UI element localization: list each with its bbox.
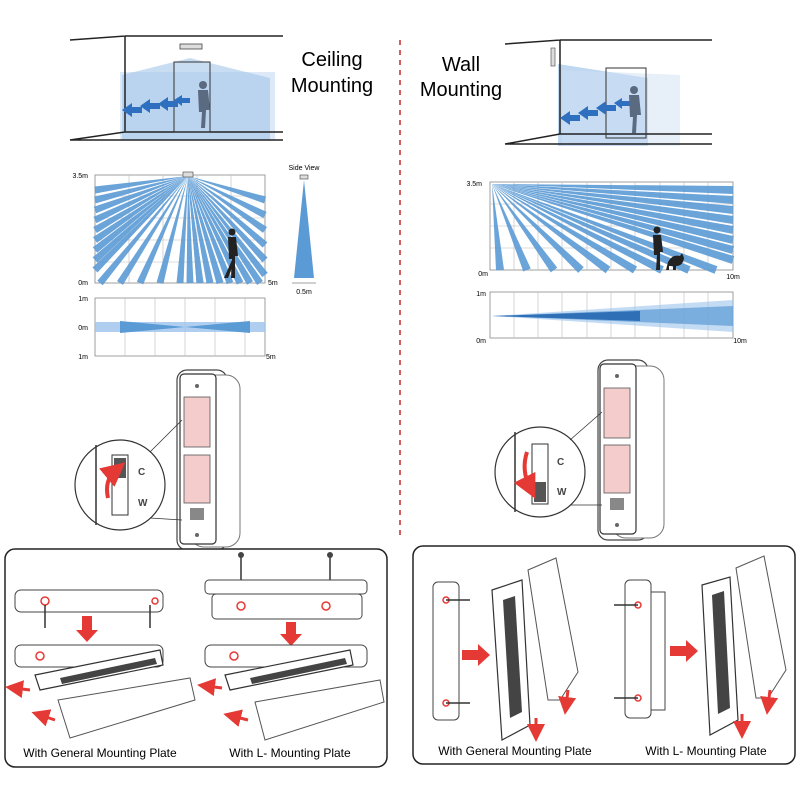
ceiling-side-label: Side View — [288, 165, 320, 172]
ceiling-y-top: 3.5m — [72, 173, 88, 180]
wall-caption-l: With L- Mounting Plate — [645, 744, 767, 758]
ceiling-top-y-down: 1m — [78, 354, 88, 361]
wall-beam — [492, 184, 734, 234]
ceiling-beam — [188, 176, 267, 219]
wall-top-x-end: 10m — [733, 338, 747, 345]
ceiling-beam — [136, 176, 188, 285]
wall-beam — [492, 184, 638, 274]
ceiling-beam — [188, 176, 268, 278]
ceiling-title-line1: Ceiling — [301, 49, 362, 71]
ceiling-top-y-mid: 0m — [78, 325, 88, 332]
ceiling-l-plate-steps — [197, 552, 385, 741]
ceiling-switch-c: C — [138, 467, 145, 478]
wall-side-view-chart: 3.5m 0m 10m — [466, 181, 740, 281]
ceiling-room-illustration — [69, 35, 283, 141]
ceiling-beam — [93, 176, 188, 243]
wall-general-plate-steps — [432, 557, 579, 742]
wall-y-top: 3.5m — [466, 181, 482, 188]
ceiling-side-view-chart: 3.5m 0m 5m — [72, 171, 278, 287]
wall-beam — [492, 184, 531, 272]
wall-beam — [492, 184, 734, 194]
ceiling-x-end: 5m — [268, 280, 278, 287]
wall-beam — [492, 184, 734, 244]
ceiling-beam — [186, 176, 194, 284]
ceiling-beam — [117, 176, 188, 285]
ceiling-beam — [188, 176, 214, 284]
ceiling-beam — [92, 176, 188, 253]
ceiling-beam — [92, 176, 188, 263]
ceiling-general-plate-steps — [5, 589, 196, 739]
ceiling-switch-w: W — [138, 498, 148, 509]
ceiling-top-y-up: 1m — [78, 296, 88, 303]
wall-beam — [492, 184, 735, 264]
ceiling-top-x-end: 5m — [266, 354, 276, 361]
ceiling-beam — [92, 176, 188, 273]
ceiling-beam — [156, 176, 188, 284]
wall-top-y-bottom: 0m — [476, 338, 486, 345]
wall-title-line2: Mounting — [420, 79, 502, 101]
wall-switch-w: W — [557, 487, 567, 498]
ceiling-top-view-chart: 1m 0m 1m 5m — [78, 296, 276, 361]
ceiling-beam — [188, 176, 267, 204]
wall-beam — [492, 184, 611, 274]
ceiling-beam — [176, 176, 188, 284]
ceiling-detector-device — [176, 369, 241, 551]
ceiling-beam — [97, 176, 188, 286]
wall-detector-device — [597, 359, 665, 541]
wall-switch-c: C — [557, 457, 564, 468]
ceiling-side-width: 0.5m — [296, 289, 312, 296]
wall-beam — [492, 184, 664, 274]
wall-top-y-up: 1m — [476, 291, 486, 298]
wall-beam — [492, 184, 734, 214]
wall-title-line1: Wall — [442, 54, 480, 76]
ceiling-beam — [93, 176, 188, 224]
wall-caption-general: With General Mounting Plate — [438, 744, 592, 758]
ceiling-caption-general: With General Mounting Plate — [23, 746, 177, 760]
ceiling-beam — [188, 176, 234, 285]
wall-beam — [492, 184, 734, 224]
wall-beam — [492, 184, 735, 254]
ceiling-y-bottom: 0m — [78, 280, 88, 287]
ceiling-beam — [94, 176, 188, 194]
ceiling-beam — [188, 176, 263, 285]
ceiling-switch-magnifier: C W — [74, 419, 183, 531]
ceiling-beam — [188, 176, 268, 263]
wall-top-view-chart: 1m 0m 10m — [476, 291, 747, 345]
ceiling-beam — [188, 176, 204, 284]
wall-room-illustration — [504, 39, 712, 146]
ceiling-beam — [188, 176, 224, 285]
wall-beam — [492, 184, 558, 273]
ceiling-caption-l: With L- Mounting Plate — [229, 746, 351, 760]
ceiling-beam — [93, 176, 188, 214]
wall-y-bottom: 0m — [478, 271, 488, 278]
ceiling-narrow-side-view: Side View 0.5m — [288, 165, 320, 296]
wall-beam — [492, 184, 691, 274]
wall-x-end: 10m — [726, 274, 740, 281]
ceiling-beam — [188, 176, 268, 248]
wall-beam — [492, 184, 504, 271]
ceiling-beam — [188, 176, 254, 285]
wall-beam — [492, 184, 734, 204]
ceiling-beam — [94, 176, 188, 204]
ceiling-title-line2: Mounting — [291, 75, 373, 97]
ceiling-beam — [93, 176, 188, 234]
wall-switch-magnifier: C W — [494, 411, 603, 518]
wall-beam — [492, 184, 584, 273]
ceiling-beam — [188, 176, 268, 233]
wall-l-plate-steps — [614, 555, 787, 739]
